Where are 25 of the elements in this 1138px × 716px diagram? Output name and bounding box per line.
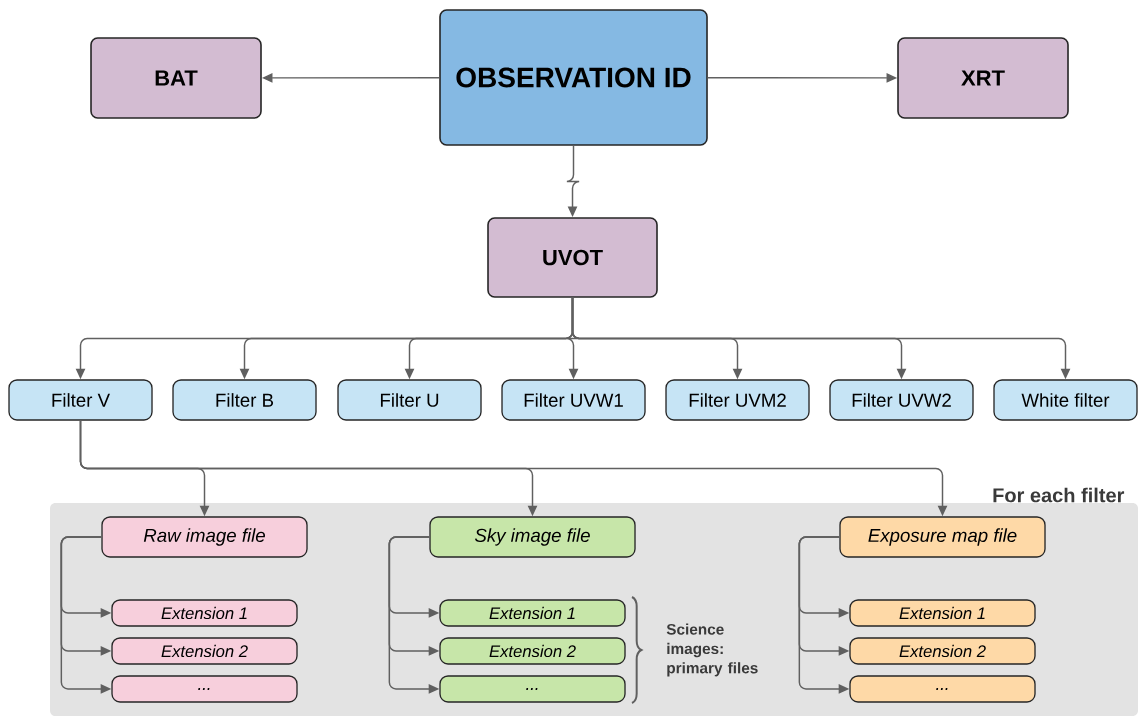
observation-box: OBSERVATION ID — [439, 9, 708, 146]
extension-box: ... — [849, 675, 1036, 703]
file-box: Raw image file — [101, 516, 308, 558]
note-text: Science images: primary files — [666, 623, 758, 677]
extension-box: Extension 1 — [111, 599, 298, 627]
instrument-box: UVOT — [487, 217, 658, 298]
node-label: For each filter — [993, 487, 1125, 503]
extension-box: Extension 2 — [439, 637, 626, 665]
filter-box: Filter UVW1 — [501, 379, 646, 421]
instrument-box: XRT — [897, 37, 1069, 119]
filter-box: Filter UVW2 — [829, 379, 974, 421]
filter-box: White filter — [993, 379, 1138, 421]
file-box: Sky image file — [429, 516, 636, 558]
filter-box: Filter V — [8, 379, 153, 421]
filter-box: Filter U — [337, 379, 482, 421]
file-box: Exposure map file — [839, 516, 1046, 558]
extension-box: Extension 2 — [849, 637, 1036, 665]
extension-box: Extension 1 — [439, 599, 626, 627]
extension-box: Extension 2 — [111, 637, 298, 665]
extension-box: ... — [439, 675, 626, 703]
instrument-box: BAT — [90, 37, 262, 119]
extension-box: Extension 1 — [849, 599, 1036, 627]
extension-box: ... — [111, 675, 298, 703]
filter-box: Filter UVM2 — [665, 379, 810, 421]
filter-box: Filter B — [172, 379, 317, 421]
